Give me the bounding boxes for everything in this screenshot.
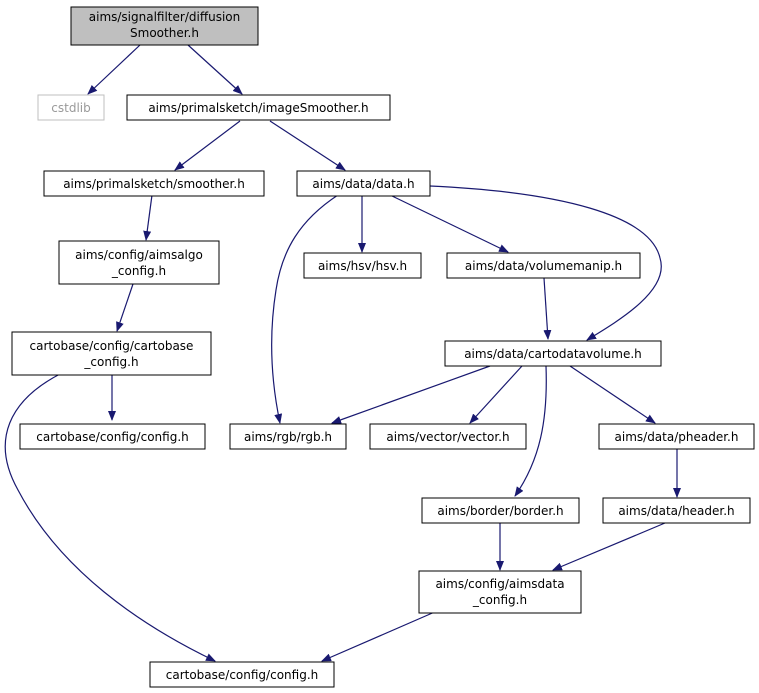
node-pheader-box [598, 423, 755, 450]
node-border[interactable]: aims/border/border.h [421, 497, 580, 524]
edge-imagesmoother-to-data [269, 120, 346, 171]
edge-header-to-aimsdata-config [552, 522, 666, 571]
node-cartobase-config[interactable]: cartobase/config/cartobase _config.h [11, 331, 212, 376]
node-aimsalgo-config[interactable]: aims/config/aimsalgo _config.h [58, 240, 220, 285]
svg-text:aims/signalfilter/diffusion: aims/signalfilter/diffusion [89, 10, 240, 24]
node-smoother-label: aims/primalsketch/smoother.h [63, 177, 245, 191]
node-root[interactable]: aims/signalfilter/diffusion Smoother.h [70, 6, 259, 46]
svg-text:cartobase/config/cartobase: cartobase/config/cartobase [30, 339, 194, 353]
edge-data-to-rgb [271, 194, 339, 424]
edge-cartodatavolume-to-pheader [569, 365, 656, 424]
node-hsv-label: aims/hsv/hsv.h [318, 259, 407, 273]
node-border-box [421, 497, 580, 524]
node-config-b-label: cartobase/config/config.h [166, 668, 318, 682]
node-pheader[interactable]: aims/data/pheader.h [598, 423, 755, 450]
node-vector-label: aims/vector/vector.h [386, 430, 509, 444]
edge-aimsdata-config-to-config-b [321, 610, 438, 662]
svg-text:_config.h: _config.h [83, 355, 138, 369]
node-header[interactable]: aims/data/header.h [602, 497, 751, 524]
edge-aimsalgo-config-to-cartobase-config [116, 283, 134, 332]
node-header-box [602, 497, 751, 524]
node-root-box [70, 6, 259, 46]
node-data-label: aims/data/data.h [312, 177, 414, 191]
node-rgb-label: aims/rgb/rgb.h [244, 430, 332, 444]
edge-root-to-cstdlib [87, 44, 141, 95]
node-cstdlib-box [37, 94, 105, 121]
edge-imagesmoother-to-smoother [174, 120, 241, 171]
node-imagesmoother-box [126, 94, 391, 121]
edge-volumemanip-to-cartodatavolume [543, 277, 552, 340]
svg-text:Smoother.h: Smoother.h [130, 26, 199, 40]
node-data-box [296, 170, 431, 197]
node-cartobase-config-label-line1: cartobase/config/cartobase [30, 339, 194, 353]
edge-cartodatavolume-to-vector [469, 365, 523, 424]
node-vector-box [369, 423, 527, 450]
node-root-label-line1: aims/signalfilter/diffusion [89, 10, 240, 24]
node-config-a[interactable]: cartobase/config/config.h [19, 423, 206, 450]
node-root-label-line2: Smoother.h [130, 26, 199, 40]
node-cartodatavolume[interactable]: aims/data/cartodatavolume.h [444, 340, 662, 367]
node-cstdlib[interactable]: cstdlib [37, 94, 105, 121]
node-rgb[interactable]: aims/rgb/rgb.h [229, 423, 347, 450]
node-aimsalgo-config-label-line1: aims/config/aimsalgo [75, 248, 203, 262]
svg-text:aims/config/aimsdata: aims/config/aimsdata [435, 577, 564, 591]
node-config-a-box [19, 423, 206, 450]
svg-text:_config.h: _config.h [472, 593, 527, 607]
edge-cartodatavolume-to-rgb [331, 365, 491, 424]
edge-cartobase-config-to-config-b [4, 373, 216, 662]
edge-data-to-cartodatavolume [429, 185, 662, 341]
node-hsv-box [303, 252, 422, 279]
node-smoother-box [43, 170, 265, 197]
node-cartobase-config-label-line2: _config.h [83, 355, 138, 369]
node-header-label: aims/data/header.h [618, 504, 734, 518]
node-smoother[interactable]: aims/primalsketch/smoother.h [43, 170, 265, 197]
node-aimsdata-config-box [418, 570, 582, 614]
node-config-a-label: cartobase/config/config.h [36, 430, 188, 444]
node-aimsdata-config-label-line2: _config.h [472, 593, 527, 607]
node-volumemanip[interactable]: aims/data/volumemanip.h [446, 252, 641, 279]
node-aimsdata-config-label-line1: aims/config/aimsdata [435, 577, 564, 591]
edges [4, 44, 681, 662]
node-rgb-box [229, 423, 347, 450]
node-imagesmoother[interactable]: aims/primalsketch/imageSmoother.h [126, 94, 391, 121]
node-pheader-label: aims/data/pheader.h [615, 430, 739, 444]
node-cartodatavolume-label: aims/data/cartodatavolume.h [464, 347, 642, 361]
svg-text:aims/config/aimsalgo: aims/config/aimsalgo [75, 248, 203, 262]
edge-smoother-to-aimsalgo-config [143, 194, 153, 241]
edge-cartodatavolume-to-border [514, 365, 547, 497]
edge-root-to-imagesmoother [187, 44, 243, 95]
node-volumemanip-label: aims/data/volumemanip.h [465, 259, 622, 273]
node-cartobase-config-box [11, 331, 212, 376]
node-imagesmoother-label: aims/primalsketch/imageSmoother.h [148, 101, 368, 115]
node-aimsalgo-config-label-line2: _config.h [111, 264, 166, 278]
node-volumemanip-box [446, 252, 641, 279]
node-cartodatavolume-box [444, 340, 662, 367]
svg-text:_config.h: _config.h [111, 264, 166, 278]
node-aimsdata-config[interactable]: aims/config/aimsdata _config.h [418, 570, 582, 614]
node-config-b[interactable]: cartobase/config/config.h [149, 661, 335, 688]
node-hsv[interactable]: aims/hsv/hsv.h [303, 252, 422, 279]
node-border-label: aims/border/border.h [437, 504, 563, 518]
node-data[interactable]: aims/data/data.h [296, 170, 431, 197]
node-cstdlib-label: cstdlib [51, 101, 90, 115]
node-config-b-box [149, 661, 335, 688]
node-vector[interactable]: aims/vector/vector.h [369, 423, 527, 450]
edge-data-to-volumemanip [389, 194, 509, 253]
node-aimsalgo-config-box [58, 240, 220, 285]
